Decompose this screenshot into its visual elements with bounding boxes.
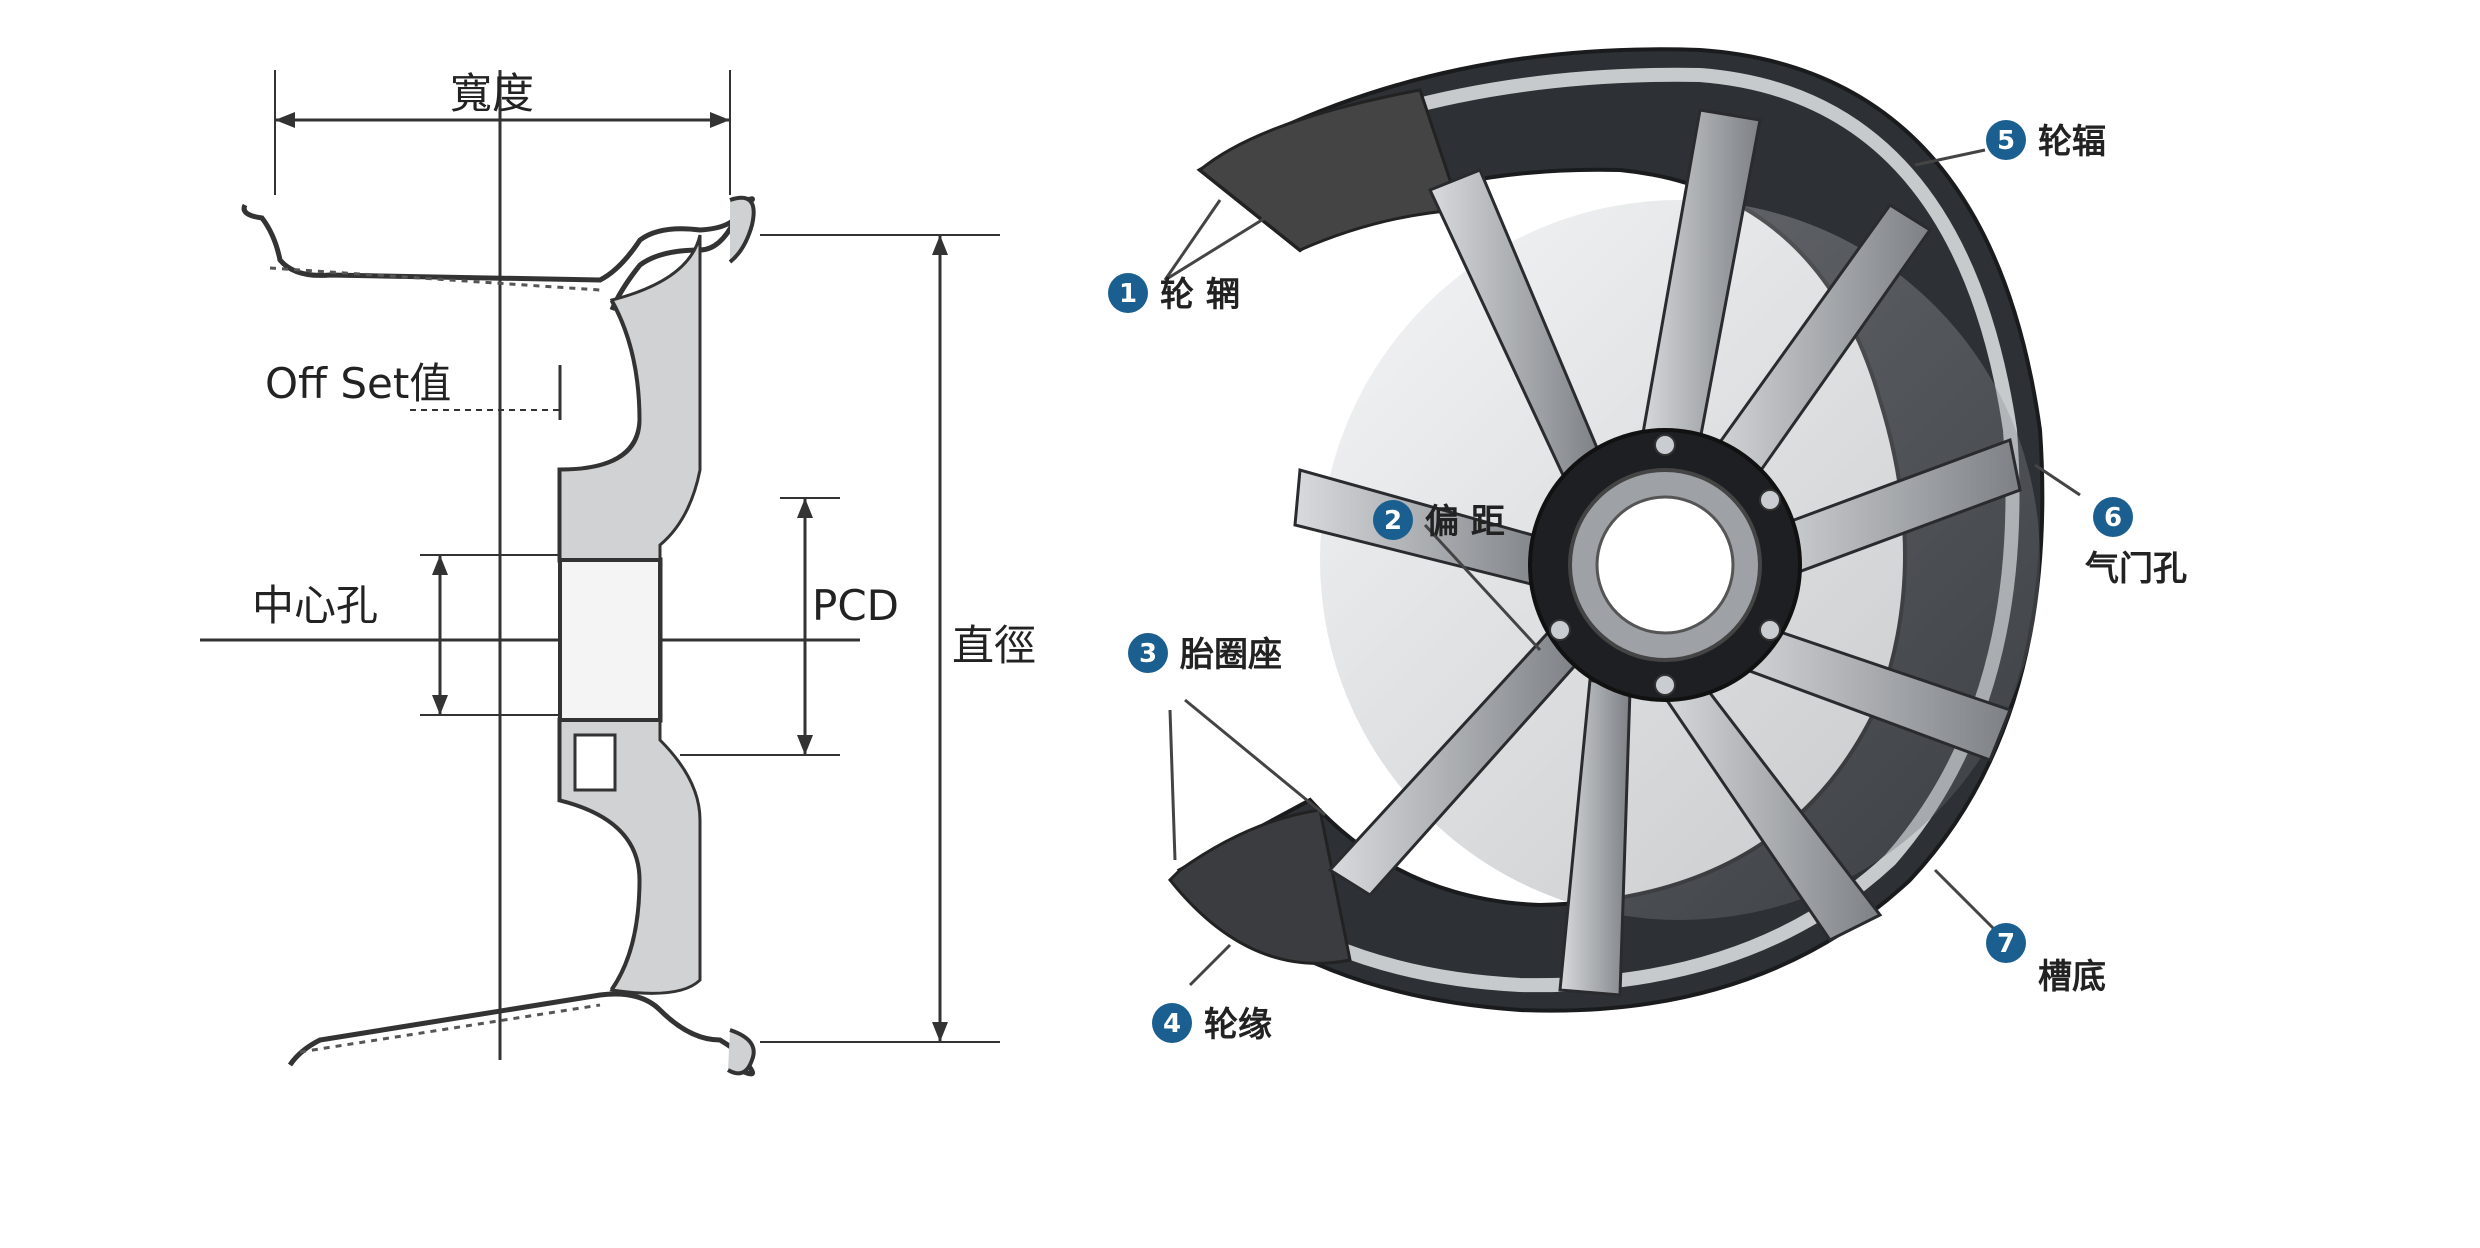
label-diameter: 直徑: [952, 621, 1036, 670]
callout-6: 6 气门孔: [2084, 497, 2187, 589]
callout-7-number: 7: [1997, 929, 2015, 959]
callout-1-number: 1: [1119, 279, 1137, 309]
callout-1-label: 轮 辋: [1160, 275, 1240, 315]
callout-leaders: [1163, 148, 2081, 987]
callout-4: 4 轮缘: [1152, 1003, 1272, 1045]
callout-7-label: 槽底: [2038, 957, 2106, 997]
callout-1-badge: [1108, 273, 1148, 313]
callout-2-number: 2: [1384, 506, 1402, 536]
callout-4-label: 轮缘: [1204, 1005, 1272, 1045]
label-width: 寬度: [450, 69, 534, 118]
wheel-cutaway-image: [1167, 47, 2045, 1013]
callout-7-badge: [1986, 923, 2026, 963]
label-offset: Off Set值: [265, 359, 451, 408]
callout-6-number: 6: [2104, 503, 2122, 533]
callout-2: 2 偏 距: [1373, 500, 1505, 542]
callout-5: 5 轮辐: [1986, 120, 2106, 162]
callout-3: 3 胎圈座: [1128, 633, 1282, 675]
label-center-bore: 中心孔: [252, 581, 378, 630]
callout-1: 1 轮 辋: [1108, 273, 1240, 315]
callout-2-badge: [1373, 500, 1413, 540]
cross-section-drawing: 寬度 Off Set值 中心孔 PCD 直徑: [200, 69, 1036, 1077]
callout-3-label: 胎圈座: [1180, 635, 1282, 675]
callout-5-badge: [1986, 120, 2026, 160]
callout-6-badge: [2093, 497, 2133, 537]
callout-5-label: 轮辐: [2038, 122, 2106, 162]
callout-6-label: 气门孔: [2084, 549, 2187, 589]
callout-3-number: 3: [1139, 639, 1157, 669]
callout-2-label: 偏 距: [1425, 502, 1505, 542]
callout-4-badge: [1152, 1003, 1192, 1043]
callout-7: 7 槽底: [1986, 923, 2106, 997]
label-pcd: PCD: [812, 581, 899, 630]
callout-5-number: 5: [1997, 126, 2015, 156]
callout-4-number: 4: [1163, 1009, 1181, 1039]
callout-3-badge: [1128, 633, 1168, 673]
